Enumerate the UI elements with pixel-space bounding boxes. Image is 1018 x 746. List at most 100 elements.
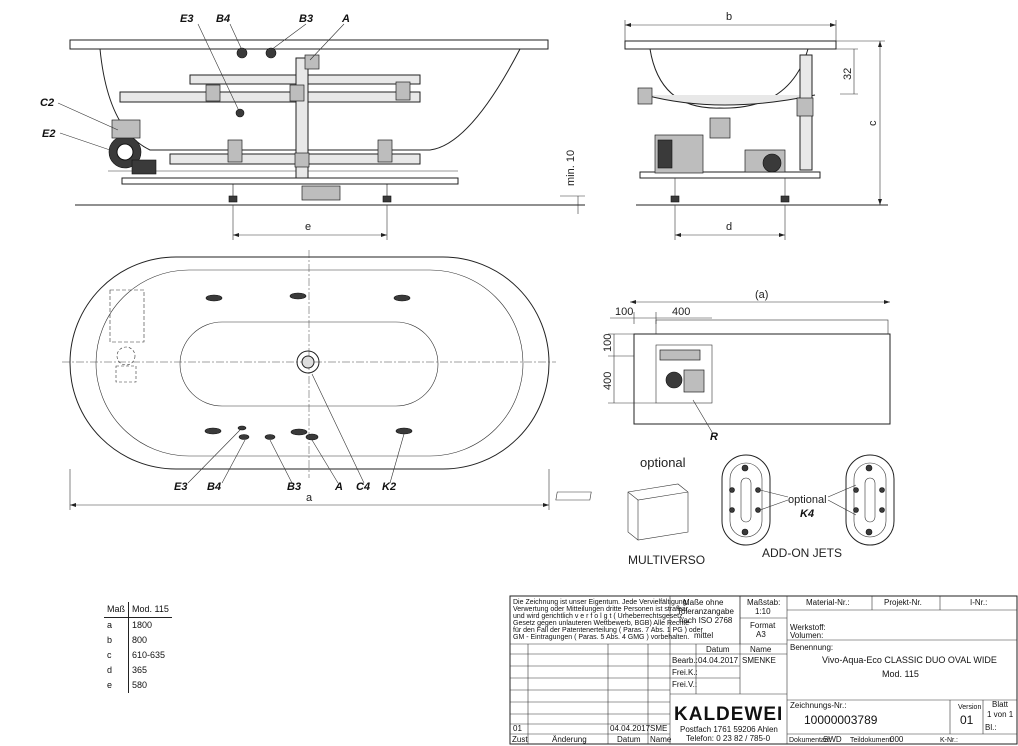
zeichnung-number: 10000003789 [804,713,878,727]
label-e3-front: E3 [180,13,193,25]
label-b4-front: B4 [216,13,230,25]
scale-label: Maßstab: [747,598,780,607]
measure-key: b [104,633,129,648]
addon-jets-label: ADD-ON JETS [762,546,842,560]
rev-number: 01 [513,724,522,733]
label-a-front: A [341,13,350,25]
legal-line-1: Die Zeichnung ist unser Eigentum. Jede V… [513,599,689,606]
dim-32: 32 [842,68,854,80]
model-value: Mod. 115 [882,669,919,679]
dim-a: a [306,492,313,504]
teildok-value: 000 [890,735,904,744]
datum-footer: Datum [617,735,641,744]
label-e3-top: E3 [174,481,187,493]
label-e2: E2 [42,128,55,140]
version-label: Version [958,704,981,711]
freiv-label: Frei.V.: [672,680,697,689]
label-a-top: A [334,481,343,493]
inr-label: I-Nr.: [970,598,987,607]
dim-min10: min. 10 [565,150,577,186]
project-label: Projekt-Nr. [884,598,922,607]
optional-label-multiverso: optional [640,455,686,470]
label-b3-front: B3 [299,13,313,25]
volumen-label: Volumen: [790,631,823,640]
dim-e: e [305,221,311,233]
tolerance-line-3: nach ISO 2768 [679,616,733,625]
bearb-name: SMENKE [742,656,776,665]
datum-header: Datum [706,645,730,654]
measure-header-key: Maß [104,602,129,618]
label-r: R [710,431,718,443]
bearb-date: 04.04.2017 [698,656,739,665]
top-view: E3 B4 B3 A C4 K2 a [62,250,556,510]
legal-line-2: Verwertung oder Mitteilungen dritte Pers… [513,606,689,613]
dim-400-side: 400 [602,372,614,390]
bl-label: Bl.: [985,723,997,732]
measure-key: d [104,663,129,678]
measure-value: 800 [132,635,148,645]
zeichnung-label: Zeichnungs-Nr.: [790,701,846,710]
side-view: b d c 32 [624,11,888,240]
werkstoff-label: Werkstoff: [790,623,826,632]
label-k2: K2 [382,481,396,493]
scale-value: 1:10 [755,607,771,616]
tolerance-line-2: Toleranzangabe [677,607,734,616]
address-line-2: Telefon: 0 23 82 / 785-0 [686,734,771,743]
measure-value: 365 [132,665,148,675]
benennung-label: Benennung: [790,643,833,652]
address-line-1: Postfach 1761 59206 Ahlen [680,725,778,734]
measure-header-model: Mod. 115 [128,602,172,618]
brand-logo: KALDEWEI [674,704,783,725]
tolerance-line-1: Maße ohne [683,598,724,607]
format-label: Format [750,621,776,630]
format-value: A3 [756,630,766,639]
measure-value: 1800 [132,620,153,630]
zust-label: Zust [512,735,528,744]
legal-line-3: und wird gerichtlich v e r f o l g t ( U… [513,613,685,620]
freik-label: Frei.K.: [672,668,698,677]
material-label: Material-Nr.: [806,598,850,607]
bearb-label: Bearb.: [672,656,698,665]
legal-line-6: GM - Eintragungen ( Paras. 5 Abs. 4 GMG … [513,634,689,641]
measure-key: a [104,617,129,633]
dim-400-top: 400 [672,306,690,318]
dokart-value: SWD [823,735,842,744]
rev-name: SME [650,724,667,733]
label-c2: C2 [40,97,54,109]
name-header: Name [750,645,772,654]
measure-key: c [104,648,129,663]
teildok-label: Teildokument: [850,737,893,744]
measure-key: e [104,678,129,693]
multiverso-label: MULTIVERSO [628,553,705,567]
legal-line-5: für den Fall der Patentenerteilung ( Par… [513,627,704,634]
label-b3-top: B3 [287,481,301,493]
benennung-value: Vivo-Aqua-Eco CLASSIC DUO OVAL WIDE [822,655,997,665]
label-b4-top: B4 [207,481,221,493]
addon-jets-option: optional K4 ADD-ON JETS [721,454,895,560]
label-c4: C4 [356,481,370,493]
rev-date: 04.04.2017 [610,724,651,733]
dim-c: c [867,120,879,126]
dim-100-side: 100 [602,334,614,352]
installation-detail: (a) 100 400 100 400 R [602,289,891,443]
blatt-value: 1 von 1 [987,710,1014,719]
dim-100-top: 100 [615,306,633,318]
multiverso-option: optional MULTIVERSO [555,455,705,567]
legal-line-4: Gesetz gegen unlauteren Wettbewerb, BGB)… [513,620,689,627]
version-value: 01 [960,713,974,727]
label-k4: K4 [800,508,814,520]
measurement-header-row: Maß Mod. 115 [104,602,172,618]
dim-d: d [726,221,732,233]
dokart-label: Dokumentart: [789,737,831,744]
tolerance-class: mittel [694,631,713,640]
measure-value: 610-635 [132,650,166,660]
optional-label-jets: optional [788,494,827,506]
aenderung-label: Änderung [552,735,587,744]
measure-value: 580 [132,680,148,690]
